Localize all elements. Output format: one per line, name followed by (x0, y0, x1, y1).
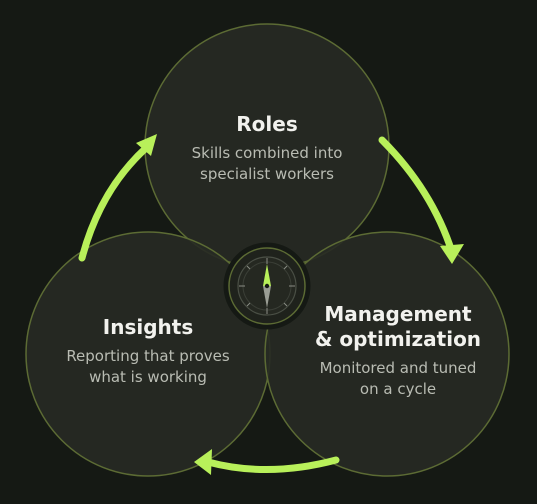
node-insights-description: Reporting that proves what is working (66, 347, 230, 386)
arrow-insights-to-roles (78, 144, 150, 262)
node-roles: Roles Skills combined into specialist wo… (167, 112, 367, 185)
arrow-roles-to-management-head (440, 244, 464, 264)
compass-icon (223, 242, 311, 330)
node-management-title: Management & optimization (314, 302, 482, 351)
arrow-insights-to-roles-head (136, 134, 157, 156)
arrow-management-to-insights-head (194, 449, 212, 475)
node-insights: Insights Reporting that proves what is w… (48, 315, 248, 388)
node-management-description: Monitored and tuned on a cycle (319, 359, 477, 398)
circle-management (264, 231, 510, 477)
node-roles-description: Skills combined into specialist workers (191, 144, 343, 183)
node-management: Management & optimization Monitored and … (298, 302, 498, 400)
arrow-roles-to-management (378, 136, 456, 256)
node-roles-title: Roles (236, 112, 298, 136)
arrow-management-to-insights (204, 456, 340, 473)
node-insights-title: Insights (102, 315, 194, 339)
